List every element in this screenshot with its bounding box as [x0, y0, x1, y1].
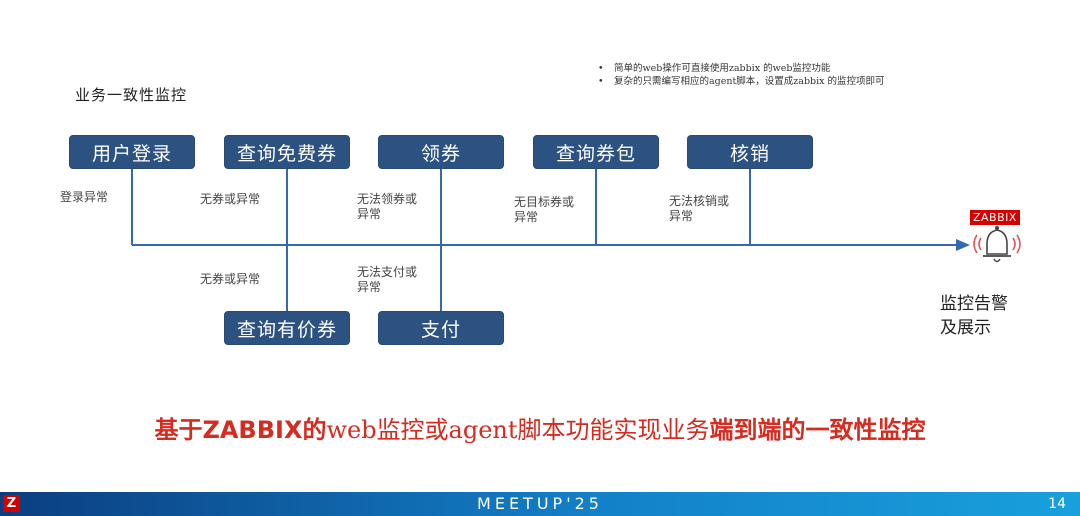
slogan: 基于ZABBIX的web监控或agent脚本功能实现业务端到端的一致性监控 [0, 410, 1080, 445]
label-verify-fail-line1: 无法核销或 [669, 194, 730, 208]
zabbix-logo-icon: Z [3, 495, 20, 512]
label-verify-fail-line2: 异常 [669, 209, 694, 223]
label-pay-fail-line2: 异常 [357, 280, 382, 294]
node-verify: 核销 [687, 135, 813, 169]
notes-list: 简单的web操作可直接使用zabbix 的web监控功能 复杂的只需编写相应的a… [598, 62, 885, 88]
label-pay-fail-line1: 无法支付或 [357, 265, 418, 279]
node-query-paid-coupon: 查询有价券 [224, 311, 350, 345]
note-item: 复杂的只需编写相应的agent脚本，设置成zabbix 的监控项即可 [598, 75, 885, 88]
footer-title: MEETUP'25 [477, 494, 603, 513]
node-query-coupon-pack: 查询券包 [533, 135, 659, 169]
section-title: 业务一致性监控 [75, 86, 188, 104]
node-claim-coupon: 领券 [378, 135, 504, 169]
page-number: 14 [1048, 496, 1066, 512]
label-claim-fail-line2: 异常 [357, 207, 382, 221]
label-no-target-line2: 异常 [514, 210, 539, 224]
slogan-part1: 基于ZABBIX的 [154, 416, 327, 444]
label-login-error: 登录异常 [60, 190, 109, 204]
zabbix-badge: ZABBIX [970, 210, 1020, 225]
footer-bar: Z MEETUP'25 14 [0, 492, 1080, 516]
node-user-login: 用户登录 [69, 135, 195, 169]
label-no-coupon-top: 无券或异常 [200, 192, 261, 206]
alarm-bell-icon [973, 226, 1021, 263]
label-no-target-line1: 无目标券或 [514, 195, 575, 209]
connector-lines [131, 169, 958, 311]
label-claim-fail-line1: 无法领券或 [357, 192, 418, 206]
node-query-free-coupon: 查询免费券 [224, 135, 350, 169]
alarm-label: 监控告警 及展示 [940, 292, 1040, 340]
label-pay-fail: 无法支付或 异常 [357, 265, 417, 295]
slogan-part3: 端到端的一致性监控 [709, 416, 926, 444]
label-claim-fail: 无法领券或 异常 [357, 192, 417, 222]
alarm-label-line2: 及展示 [940, 318, 991, 338]
label-no-target: 无目标券或 异常 [514, 195, 574, 225]
label-verify-fail: 无法核销或 异常 [669, 194, 729, 224]
note-item: 简单的web操作可直接使用zabbix 的web监控功能 [598, 62, 885, 75]
node-pay: 支付 [378, 311, 504, 345]
slogan-part2: web监控或agent脚本功能实现业务 [326, 416, 710, 444]
label-no-coupon-bottom: 无券或异常 [200, 272, 261, 286]
arrow-head [956, 239, 970, 251]
alarm-label-line1: 监控告警 [940, 294, 1008, 314]
